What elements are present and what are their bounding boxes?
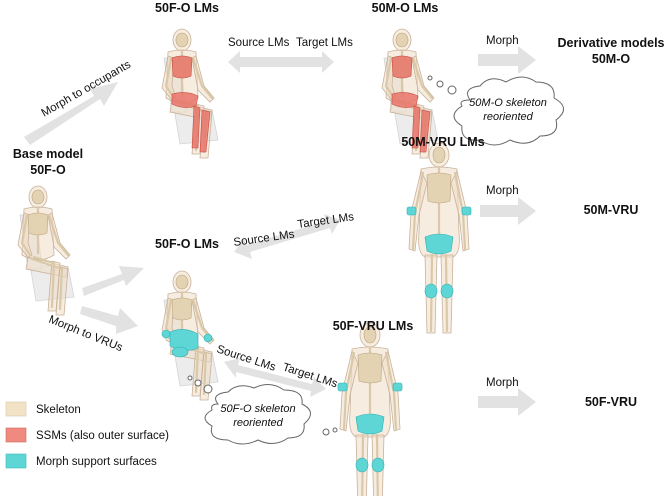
legend: Skeleton SSMs (also outer surface) Morph…	[5, 401, 169, 469]
bottom-right-vru-figure	[337, 321, 403, 496]
arrow-morph-to-vrus-lower	[80, 306, 138, 334]
cloud-bottom: 50F-O skeleton reoriented	[187, 375, 338, 445]
label-base-model-line1: Base model	[13, 147, 83, 161]
arrow-morph-50f-vru	[478, 388, 536, 416]
label-top-target-lms: Target LMs	[296, 37, 353, 49]
arrow-morph-50m-o	[478, 46, 536, 74]
mid-left-occupant-figure	[160, 269, 220, 402]
label-base-model-line2: 50F-O	[30, 163, 66, 177]
label-morph-top: Morph	[486, 35, 519, 47]
cloud-bottom-line1: 50F-O skeleton	[220, 403, 295, 415]
legend-swatch-morph-support	[5, 453, 27, 469]
label-mid-left-lms: 50F-O LMs	[155, 237, 219, 251]
label-output-50m-vru: 50M-VRU	[584, 203, 639, 217]
legend-swatch-skeleton	[5, 401, 27, 417]
top-left-occupant-figure	[160, 27, 220, 160]
cloud-top-line2: reoriented	[483, 111, 533, 123]
label-derivative-models: Derivative models	[558, 36, 665, 50]
cloud-top-line1: 50M-O skeleton	[469, 97, 547, 109]
label-derivative-50m-o: 50M-O	[592, 52, 630, 66]
label-morph-mid: Morph	[486, 185, 519, 197]
arrow-morph-to-occupants	[24, 82, 118, 145]
label-top-source-lms: Source LMs	[228, 37, 290, 49]
legend-label-skeleton: Skeleton	[36, 404, 81, 416]
arrow-morph-to-vrus-upper	[82, 266, 144, 296]
label-top-right-lms: 50M-O LMs	[372, 1, 439, 15]
label-top-left-lms: 50F-O LMs	[155, 1, 219, 15]
legend-label-ssms: SSMs (also outer surface)	[36, 430, 169, 442]
arrow-mid-bidirectional	[234, 214, 340, 259]
base-model-figure	[16, 184, 76, 317]
label-morph-to-occupants: Morph to occupants	[40, 59, 134, 120]
legend-label-morph-support: Morph support surfaces	[36, 456, 157, 468]
arrow-bottom-bidirectional	[224, 358, 326, 397]
label-bottom-right-lms: 50F-VRU LMs	[333, 319, 414, 333]
label-mid-right-lms: 50M-VRU LMs	[401, 135, 484, 149]
arrow-top-bidirectional	[228, 51, 334, 73]
label-morph-bottom: Morph	[486, 377, 519, 389]
cloud-bottom-line2: reoriented	[233, 417, 283, 429]
arrow-morph-50m-vru	[480, 197, 536, 225]
top-right-occupant-figure	[380, 27, 440, 160]
mid-right-vru-figure	[406, 141, 472, 335]
cloud-top: 50M-O skeleton reoriented	[427, 75, 564, 146]
legend-swatch-ssms	[5, 427, 27, 443]
label-output-50f-vru: 50F-VRU	[585, 395, 637, 409]
